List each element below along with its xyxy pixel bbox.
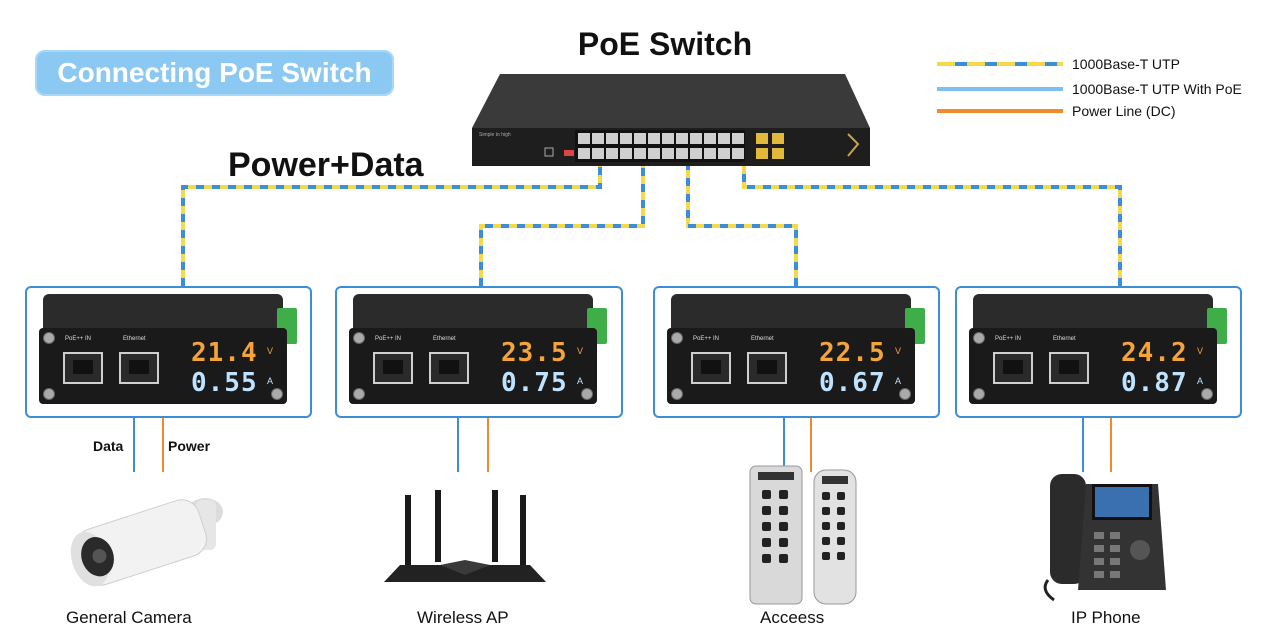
access-keypad-icon bbox=[749, 465, 857, 605]
poe-injector-3: PoE++ IN Ethernet 22.5 V 0.67 A bbox=[653, 286, 940, 418]
screw-icon bbox=[671, 332, 683, 344]
current-display: 0.87 bbox=[1121, 368, 1188, 398]
injector-front-panel: PoE++ IN Ethernet 22.5 V 0.67 A bbox=[667, 328, 915, 404]
switch-brand: Simple to high bbox=[479, 132, 511, 138]
injector-front-panel: PoE++ IN Ethernet 24.2 V 0.87 A bbox=[969, 328, 1217, 404]
ethernet-port bbox=[747, 352, 787, 384]
voltage-unit: V bbox=[267, 346, 274, 356]
legend-swatch-dc bbox=[937, 109, 1063, 113]
injector-top bbox=[43, 294, 283, 330]
device-caption-ip-phone: IP Phone bbox=[1071, 608, 1141, 627]
utp-cables bbox=[181, 160, 1122, 286]
voltage-unit: V bbox=[577, 346, 584, 356]
voltage-display: 23.5 bbox=[501, 338, 568, 368]
screw-icon bbox=[899, 388, 911, 400]
router-icon bbox=[384, 490, 546, 582]
power-data-label: Power+Data bbox=[228, 146, 424, 184]
ip-phone-icon bbox=[1043, 474, 1166, 602]
screw-icon bbox=[353, 332, 365, 344]
ethernet-label: Ethernet bbox=[1053, 336, 1076, 342]
injector-top bbox=[973, 294, 1213, 330]
ethernet-label: Ethernet bbox=[751, 336, 774, 342]
injector-top bbox=[353, 294, 593, 330]
poe-in-port bbox=[373, 352, 413, 384]
legend-item-poe: 1000Base-T UTP With PoE bbox=[937, 79, 1242, 99]
poe-injector-4: PoE++ IN Ethernet 24.2 V 0.87 A bbox=[955, 286, 1242, 418]
current-unit: A bbox=[267, 376, 274, 386]
voltage-display: 22.5 bbox=[819, 338, 886, 368]
poe-injector-2: PoE++ IN Ethernet 23.5 V 0.75 A bbox=[335, 286, 623, 418]
injector-top bbox=[671, 294, 911, 330]
voltage-unit: V bbox=[1197, 346, 1204, 356]
legend-item-utp: 1000Base-T UTP bbox=[937, 54, 1180, 74]
poe-injector-1: PoE++ IN Ethernet 21.4 V 0.55 A bbox=[25, 286, 312, 418]
poe-in-label: PoE++ IN bbox=[65, 336, 92, 342]
poe-switch-illustration bbox=[472, 74, 870, 166]
legend-swatch-poe bbox=[937, 87, 1063, 91]
screw-icon bbox=[973, 332, 985, 344]
current-unit: A bbox=[577, 376, 584, 386]
poe-in-label: PoE++ IN bbox=[995, 336, 1022, 342]
screw-icon bbox=[43, 332, 55, 344]
poe-in-port bbox=[63, 352, 103, 384]
poe-in-label: PoE++ IN bbox=[693, 336, 720, 342]
camera-icon bbox=[70, 498, 223, 587]
switch-title: PoE Switch bbox=[577, 26, 753, 62]
injector-front-panel: PoE++ IN Ethernet 21.4 V 0.55 A bbox=[39, 328, 287, 404]
device-caption-access: Acceess bbox=[760, 608, 825, 627]
legend-label: 1000Base-T UTP bbox=[1072, 56, 1180, 72]
device-caption-camera: General Camera bbox=[66, 608, 192, 627]
current-display: 0.55 bbox=[191, 368, 258, 398]
legend-label: Power Line (DC) bbox=[1072, 103, 1176, 119]
legend-item-dc: Power Line (DC) bbox=[937, 101, 1175, 121]
current-display: 0.67 bbox=[819, 368, 886, 398]
legend-label: 1000Base-T UTP With PoE bbox=[1072, 81, 1242, 97]
title-badge: Connecting PoE Switch bbox=[35, 50, 394, 96]
screw-icon bbox=[1201, 388, 1213, 400]
screw-icon bbox=[271, 388, 283, 400]
voltage-display: 24.2 bbox=[1121, 338, 1188, 368]
voltage-unit: V bbox=[895, 346, 902, 356]
poe-in-port bbox=[691, 352, 731, 384]
current-display: 0.75 bbox=[501, 368, 568, 398]
screw-icon bbox=[671, 388, 683, 400]
current-unit: A bbox=[895, 376, 902, 386]
injector-front-panel: PoE++ IN Ethernet 23.5 V 0.75 A bbox=[349, 328, 597, 404]
data-wire-label: Data bbox=[93, 438, 124, 454]
ethernet-label: Ethernet bbox=[433, 336, 456, 342]
power-wire-label: Power bbox=[168, 438, 211, 454]
screw-icon bbox=[353, 388, 365, 400]
ethernet-port bbox=[1049, 352, 1089, 384]
current-unit: A bbox=[1197, 376, 1204, 386]
screw-icon bbox=[43, 388, 55, 400]
screw-icon bbox=[581, 388, 593, 400]
ethernet-label: Ethernet bbox=[123, 336, 146, 342]
voltage-display: 21.4 bbox=[191, 338, 258, 368]
poe-in-label: PoE++ IN bbox=[375, 336, 402, 342]
device-caption-router: Wireless AP bbox=[417, 608, 509, 627]
ethernet-port bbox=[429, 352, 469, 384]
ethernet-port bbox=[119, 352, 159, 384]
poe-in-port bbox=[993, 352, 1033, 384]
device-drop-lines bbox=[133, 414, 1112, 472]
screw-icon bbox=[973, 388, 985, 400]
legend-swatch-utp bbox=[937, 62, 1063, 66]
